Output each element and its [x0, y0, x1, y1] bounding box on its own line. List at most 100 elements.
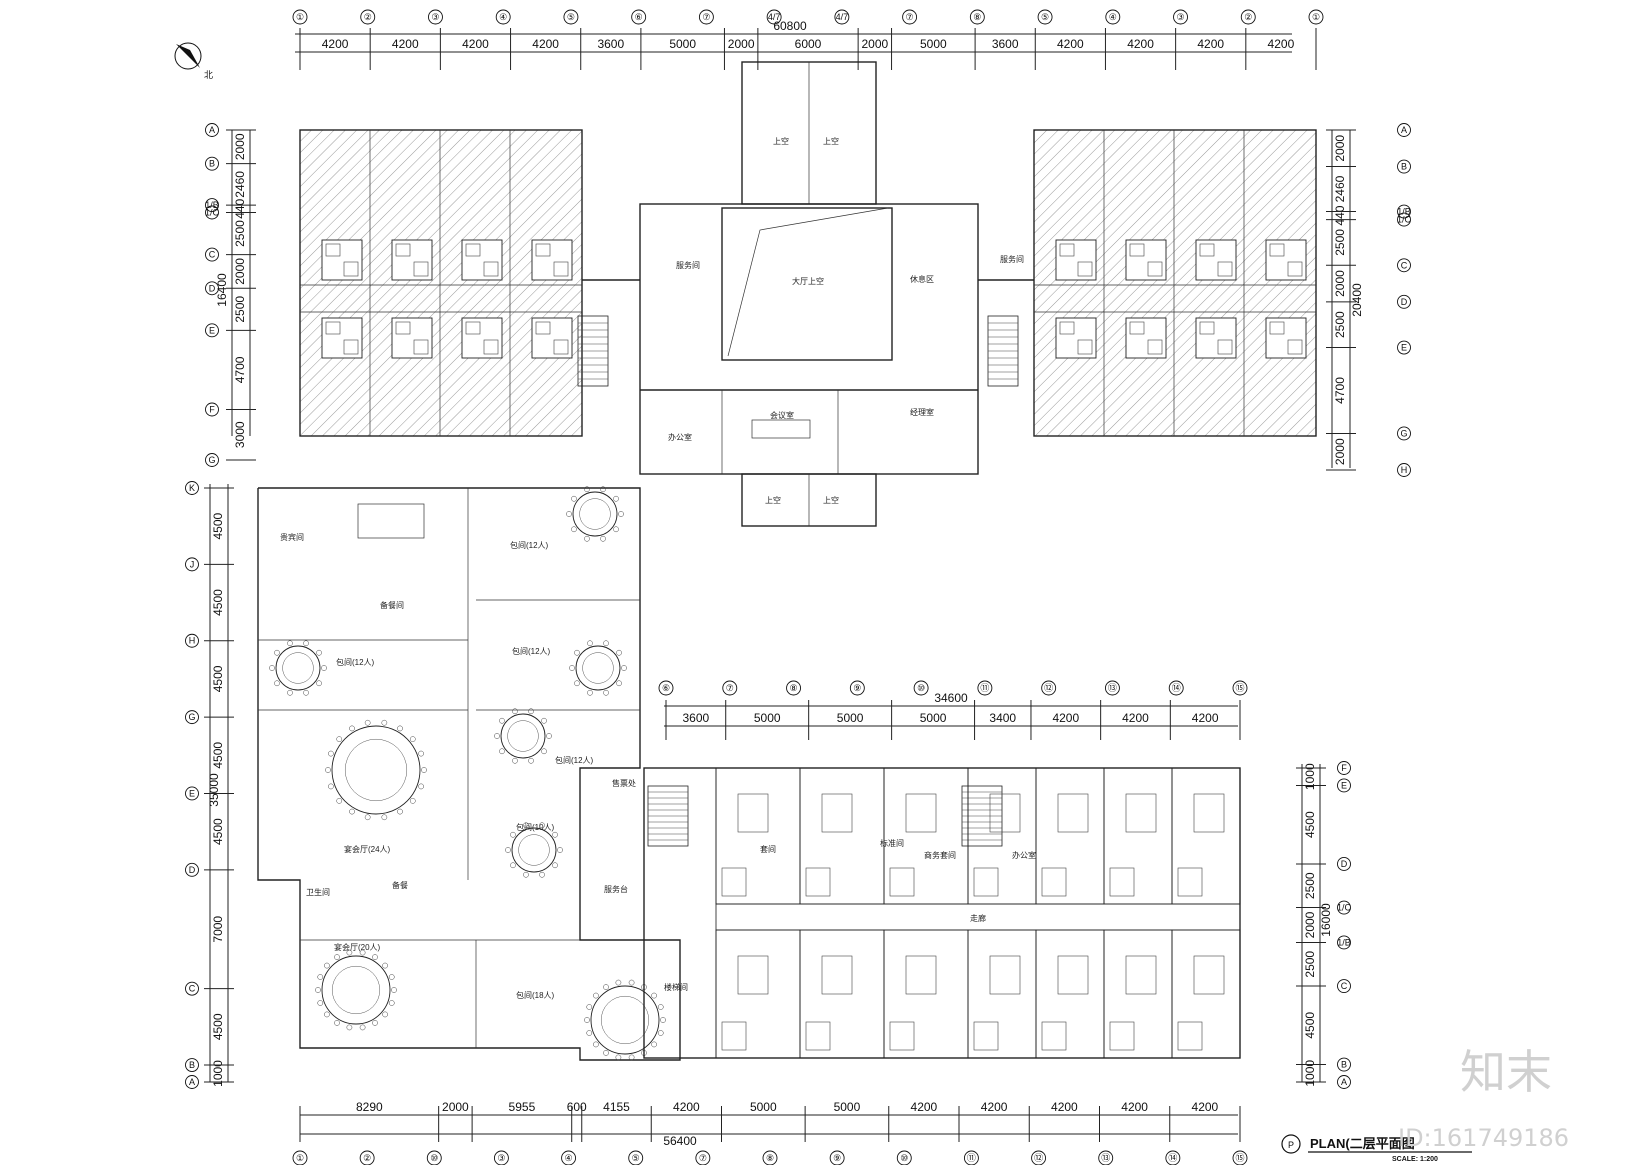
axis-label: J [190, 559, 195, 569]
bathroom-unit [321, 317, 363, 359]
chair-icon [328, 783, 334, 790]
axis-label: C [1401, 260, 1408, 270]
axis-label: C [209, 250, 216, 260]
left-lower-total-dim: 35000 [207, 773, 221, 807]
canopy-void-left: 上空 [773, 136, 789, 146]
service-right-label: 服务间 [1000, 254, 1024, 264]
corridor-label: 走廊 [970, 913, 986, 923]
chair-icon [603, 1050, 609, 1056]
dim-segment: 4200 [532, 37, 559, 51]
bathroom-unit [1195, 239, 1237, 281]
axis-label: ③ [1176, 12, 1184, 22]
axis-bubble [185, 710, 199, 725]
chair-icon [603, 689, 609, 696]
axis-bubble [963, 1150, 979, 1165]
chair-icon [316, 680, 322, 687]
chair-icon [349, 725, 355, 732]
sink-icon [343, 339, 359, 355]
axis-label: ④ [565, 1153, 573, 1163]
chair-icon [334, 1020, 340, 1026]
axis-bubble [1397, 204, 1411, 219]
plan-marker: P [1288, 1140, 1294, 1150]
chair-icon [651, 1041, 657, 1048]
axis-label: 4/7 [768, 12, 781, 22]
axis-bubble [359, 1150, 375, 1165]
chair-icon [587, 689, 593, 696]
axis-bubble [185, 786, 199, 801]
bed-icon [737, 793, 769, 833]
axis-label: H [1401, 465, 1408, 475]
axis-bubble [722, 680, 738, 696]
chair-icon [569, 665, 575, 671]
right-upper-total-dim: 20400 [1350, 283, 1364, 317]
axis-bubble [1173, 9, 1188, 25]
private-room-label-4: 包间(12人) [555, 755, 594, 765]
axis-bubble [1337, 900, 1351, 915]
axis-bubble [1337, 778, 1351, 793]
hotel-room [1103, 767, 1173, 905]
sink-icon [1217, 339, 1233, 355]
axis-bubble [1397, 426, 1411, 441]
chair-icon [391, 987, 397, 993]
chair-icon [657, 1030, 664, 1036]
dim-segment: 4200 [392, 37, 419, 51]
chair-icon [325, 767, 331, 773]
axis-bubble [1337, 1057, 1351, 1072]
chair-icon [303, 689, 309, 696]
axis-bubble [495, 9, 511, 25]
chair-icon [346, 949, 353, 956]
chair-icon [571, 526, 577, 533]
axis-bubble [834, 9, 850, 25]
rest-area-label: 休息区 [910, 274, 934, 284]
bathroom-unit [391, 317, 433, 359]
axis-label: C [1341, 981, 1348, 991]
chair-icon [494, 733, 500, 739]
axis-label: E [209, 325, 215, 335]
office2-label: 办公室 [1012, 850, 1036, 860]
dim-segment: 2000 [1333, 135, 1347, 162]
sink-icon [483, 261, 499, 277]
dim-segment: 4200 [1192, 1100, 1219, 1114]
axis-bubble [1397, 212, 1411, 227]
chair-icon [593, 992, 599, 999]
dim-segment: 7000 [211, 916, 225, 943]
axis-label: ⑦ [699, 1153, 707, 1163]
sink-icon [1077, 339, 1093, 355]
private-room-label-5: 包间(10人) [516, 822, 555, 832]
chair-icon [613, 495, 619, 502]
toilet-icon [325, 243, 341, 257]
axis-label: ② [363, 1153, 371, 1163]
axis-bubble [786, 680, 802, 696]
stair-label: 楼梯间 [664, 982, 688, 992]
round-table [575, 645, 621, 691]
table-top [507, 720, 539, 752]
chair-icon [528, 708, 534, 715]
upper-right-wing [1033, 129, 1317, 437]
axis-label: ⑨ [833, 1153, 841, 1163]
chair-icon [615, 979, 622, 986]
round-table [331, 725, 421, 815]
table-top [282, 652, 314, 684]
bathroom-unit [973, 1021, 999, 1051]
axis-bubble [1397, 463, 1411, 477]
axis-label: ③ [497, 1153, 505, 1163]
bathroom-unit [1041, 1021, 1067, 1051]
axis-label: ⑩ [900, 1153, 908, 1163]
chair-icon [382, 962, 388, 969]
axis-label: ⑦ [906, 12, 914, 22]
dim-segment: 2000 [728, 37, 755, 51]
sink-icon [1287, 339, 1303, 355]
axis-bubble [977, 680, 993, 696]
dim-segment: 4155 [603, 1100, 630, 1114]
axis-bubble [1337, 761, 1351, 775]
axis-bubble [902, 9, 918, 25]
dim-segment: 3600 [992, 37, 1019, 51]
dim-segment: 1000 [1303, 763, 1317, 790]
chair-icon [349, 808, 355, 815]
dim-segment: 4200 [462, 37, 489, 51]
bathroom-unit [721, 867, 747, 897]
dim-segment: 2500 [233, 220, 247, 247]
